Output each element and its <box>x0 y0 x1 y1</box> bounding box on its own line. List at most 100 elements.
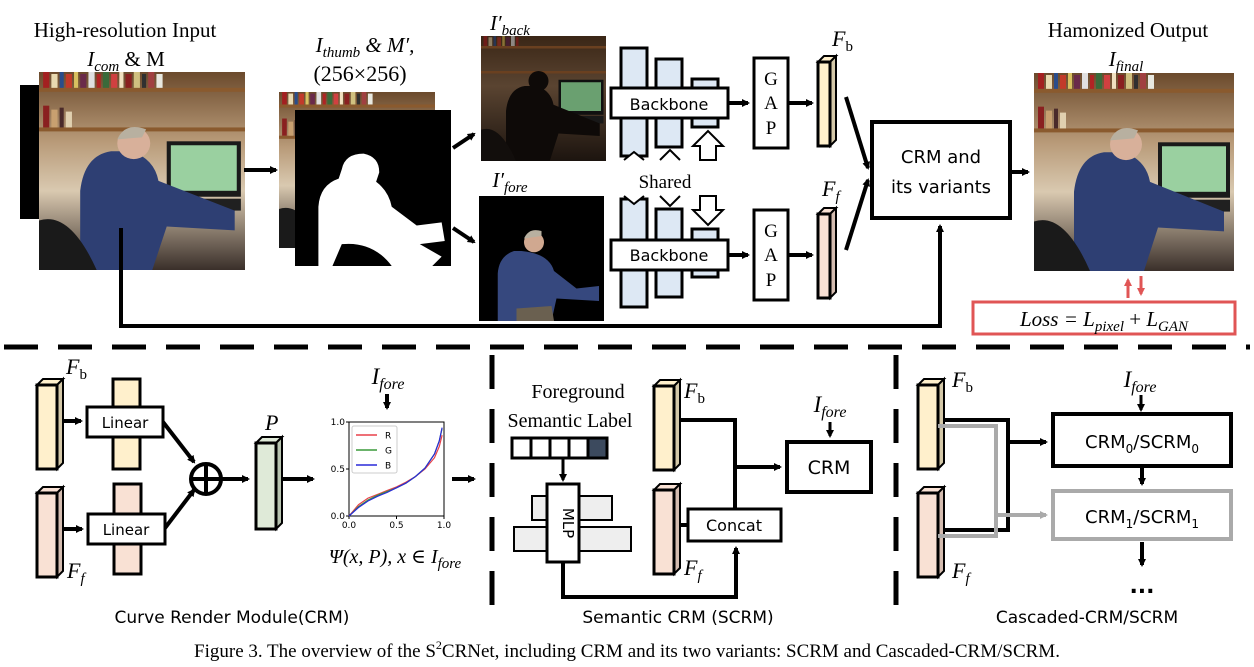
arrow-mlp-to-concat <box>561 546 740 599</box>
thumb-label: Ithumb & M′, <box>315 33 415 61</box>
input-label: Icom & M <box>86 47 165 75</box>
skip-connection-arrow <box>119 224 944 328</box>
backbone-bottom-box <box>609 238 730 272</box>
cascade-caption: Cascaded-CRM/SCRM <box>996 608 1178 628</box>
input-composite-image <box>39 72 245 270</box>
cascade-fb-label: Fb <box>951 367 973 396</box>
curve-formula: Ψ(x, P), x ∈ Ifore <box>329 546 462 572</box>
crm-ff-feature <box>34 484 66 580</box>
scrm-caption: Semantic CRM (SCRM) <box>582 608 773 628</box>
arrow-fb-to-crm <box>844 96 871 170</box>
gap-top: G A P <box>752 56 790 150</box>
crm0-label: CRM0/SCRM0 <box>1085 432 1199 456</box>
concat-box <box>686 507 783 543</box>
scrm-panel: Foreground Semantic Label MLP Fb Ff <box>508 377 873 628</box>
thumb-size: (256×256) <box>313 61 406 86</box>
concat-label: Concat <box>706 516 762 535</box>
p-label: P <box>264 410 278 435</box>
semantic-label-line2: Semantic Label <box>508 410 633 432</box>
x-tick-label: 1.0 <box>437 521 452 531</box>
mlp-block: MLP <box>513 482 632 564</box>
gap-bottom: G A P <box>752 208 790 302</box>
scrm-ff-label: Ff <box>683 555 703 584</box>
line-fb-to-merge <box>680 418 737 509</box>
y-tick-label: 0.0 <box>331 512 346 522</box>
p-feature <box>253 434 285 532</box>
crm-caption: Curve Render Module(CRM) <box>115 608 350 628</box>
scrm-fb-feature <box>651 377 683 473</box>
shared-label: Shared <box>639 172 692 193</box>
crm-ff-label: Ff <box>66 558 86 587</box>
background-image <box>481 36 606 161</box>
scrm-crm-label: CRM <box>808 457 851 479</box>
y-tick-label: 1.0 <box>331 418 346 428</box>
back-label: I′back <box>489 11 530 39</box>
arrow-linear-bottom-to-sum <box>163 488 196 530</box>
series-line-B <box>348 427 443 517</box>
figure-caption: Figure 3. The overview of the S2CRNet, i… <box>194 638 1060 662</box>
crm-ifore-label: Ifore <box>371 364 405 393</box>
crm-panel: Fb Linear Ff Linear P <box>34 354 476 628</box>
output-title: Hamonized Output <box>1048 18 1209 42</box>
linear-top-box <box>85 405 165 439</box>
crm-variants-line1: CRM and <box>901 147 981 168</box>
arrow-thumb-to-fore <box>451 226 476 244</box>
cascade-ifore-label: Ifore <box>1123 367 1157 396</box>
arrow-linear-top-to-sum <box>161 420 196 464</box>
y-tick-label: 0.5 <box>331 465 345 475</box>
input-title: High-resolution Input <box>34 18 217 42</box>
gray-feature-path <box>938 424 998 538</box>
foreground-image <box>479 196 604 321</box>
linear-top-label: Linear <box>102 414 149 432</box>
scrm-ifore-label: Ifore <box>813 392 847 421</box>
backbone-bottom: Backbone <box>609 197 730 309</box>
ff-feature-top <box>815 205 839 301</box>
fb-label-top: Fb <box>831 26 853 55</box>
crm-variants-box <box>870 120 1012 220</box>
legend-label-B: B <box>385 462 391 472</box>
backbone-top-label: Backbone <box>630 95 709 114</box>
linear-bottom-label: Linear <box>103 521 150 539</box>
cascade-ff-label: Ff <box>951 558 971 587</box>
linear-bottom-box <box>86 512 167 546</box>
crm1-label: CRM1/SCRM1 <box>1085 507 1199 531</box>
svg-text:P: P <box>766 270 777 291</box>
output-label: Ifinal <box>1108 47 1144 75</box>
x-tick-label: 0.5 <box>389 521 403 531</box>
svg-text:G: G <box>764 221 778 242</box>
loss-box <box>971 300 1237 336</box>
scrm-ff-feature <box>651 481 683 577</box>
svg-text:A: A <box>764 245 778 266</box>
crm-variants-line2: its variants <box>891 177 991 198</box>
arrow-thumb-to-back <box>451 132 476 150</box>
x-tick-label: 0.0 <box>342 521 357 531</box>
semantic-label-line1: Foreground <box>531 381 624 403</box>
svg-text:P: P <box>766 118 777 139</box>
cascade-panel: Fb Ff Ifore CRM0/SCRM0 CRM1/SCRM1 ... Ca… <box>915 367 1233 628</box>
cascade-ff-feature <box>915 484 947 580</box>
legend-label-R: R <box>385 432 391 442</box>
crm-fb-feature <box>34 376 66 472</box>
svg-text:A: A <box>764 93 778 114</box>
thumb-mask <box>295 110 451 266</box>
crm-fb-label: Fb <box>65 354 87 383</box>
sum-icon <box>189 462 223 496</box>
cascade-ellipsis: ... <box>1129 574 1154 599</box>
mlp-label: MLP <box>559 508 577 538</box>
scrm-fb-label: Fb <box>683 378 705 407</box>
shared-weight-arrows <box>623 129 726 227</box>
harmonized-output-image <box>1034 73 1234 271</box>
scrm-crm-box <box>785 440 873 494</box>
black-feature-path <box>944 418 1010 532</box>
fb-feature-top <box>815 53 839 149</box>
legend-label-G: G <box>385 447 392 457</box>
series-line-R <box>348 435 443 517</box>
backbone-top: Backbone <box>609 46 730 158</box>
arrow-ff-to-crm <box>844 178 871 251</box>
one-hot-label-vector <box>510 436 609 460</box>
fore-label: I′fore <box>491 168 528 196</box>
svg-text:G: G <box>764 69 778 90</box>
backbone-bottom-label: Backbone <box>630 246 709 265</box>
